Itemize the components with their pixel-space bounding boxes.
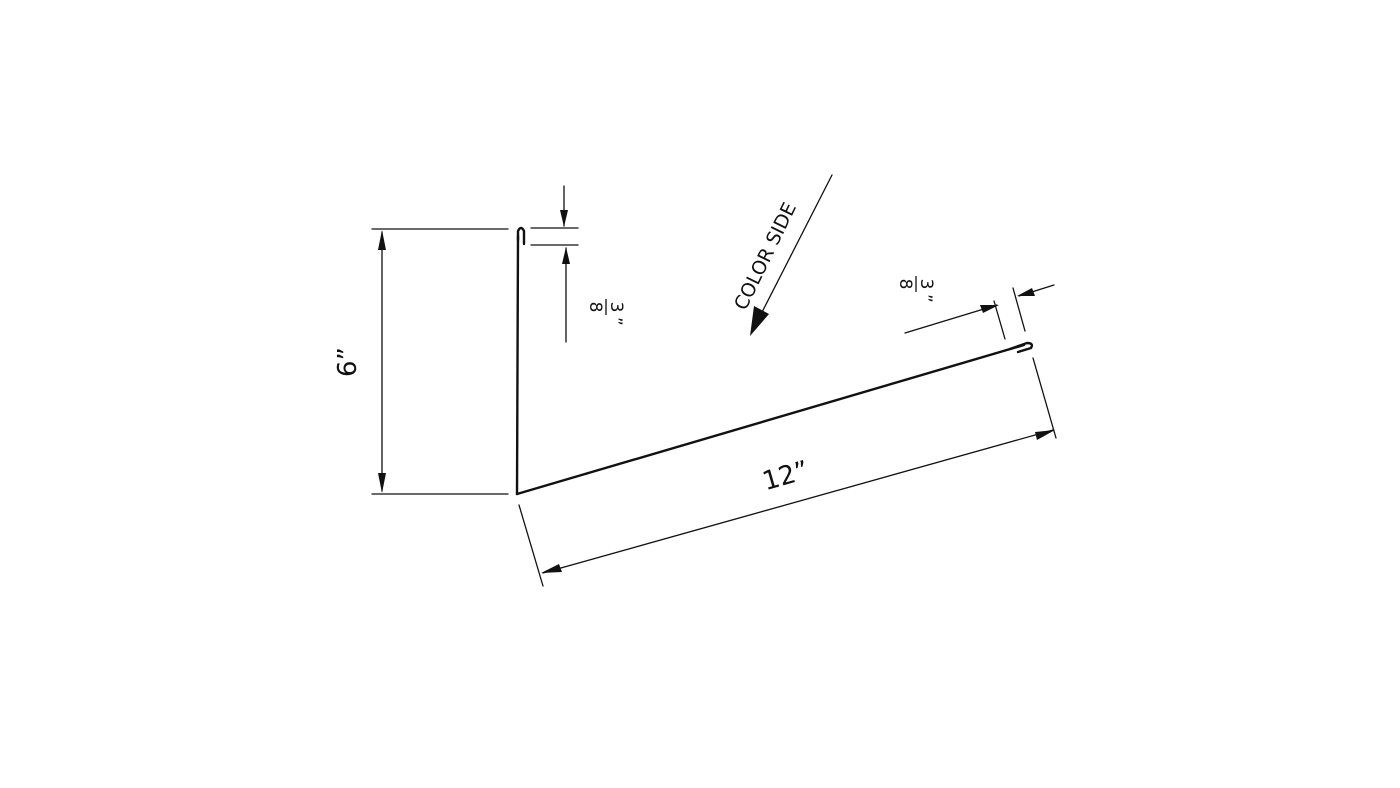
end-hem-arrow-right — [1017, 288, 1035, 296]
end-hem-arrow-left — [980, 305, 999, 313]
length-dimension-line — [542, 429, 1054, 574]
top-hem-dimension: 3 8 ” — [530, 185, 626, 343]
length-arrow-right — [1035, 430, 1055, 440]
end-hem-leader-left — [904, 304, 998, 334]
end-hem-numerator: 3 — [916, 279, 936, 290]
top-hem-numerator: 3 — [606, 302, 626, 313]
end-hem-extension-left — [993, 300, 1006, 340]
length-extension-left — [518, 504, 544, 587]
length-label: 12” — [759, 455, 812, 497]
height-arrow-top — [378, 230, 386, 250]
sloped-leg — [515, 343, 1026, 496]
top-hem-label: 3 8 ” — [585, 299, 626, 326]
top-hem-arrow-down — [560, 210, 568, 227]
top-hem-inch-mark: ” — [605, 317, 625, 326]
length-arrow-left — [541, 564, 562, 573]
color-side-indicator: COLOR SIDE — [730, 174, 833, 336]
flashing-profile — [515, 226, 1034, 496]
vertical-leg — [515, 234, 520, 496]
end-hem — [1008, 341, 1034, 354]
top-hem — [516, 226, 526, 246]
top-hem-arrow-up — [562, 247, 570, 264]
color-side-arrowhead — [750, 306, 769, 336]
top-hem-denominator: 8 — [585, 302, 605, 313]
length-dimension: 12” — [518, 357, 1057, 587]
length-extension-right — [1032, 357, 1057, 439]
end-hem-extension-right — [1012, 287, 1026, 332]
color-side-arrow-shaft — [755, 174, 833, 325]
end-hem-dimension: 3 8 ” — [895, 276, 1055, 340]
height-label: 6” — [333, 347, 363, 377]
height-dimension: 6” — [333, 228, 509, 495]
end-hem-denominator: 8 — [895, 279, 915, 290]
height-arrow-bottom — [378, 473, 386, 493]
end-hem-label: 3 8 ” — [895, 276, 936, 303]
end-hem-inch-mark: ” — [915, 294, 935, 303]
